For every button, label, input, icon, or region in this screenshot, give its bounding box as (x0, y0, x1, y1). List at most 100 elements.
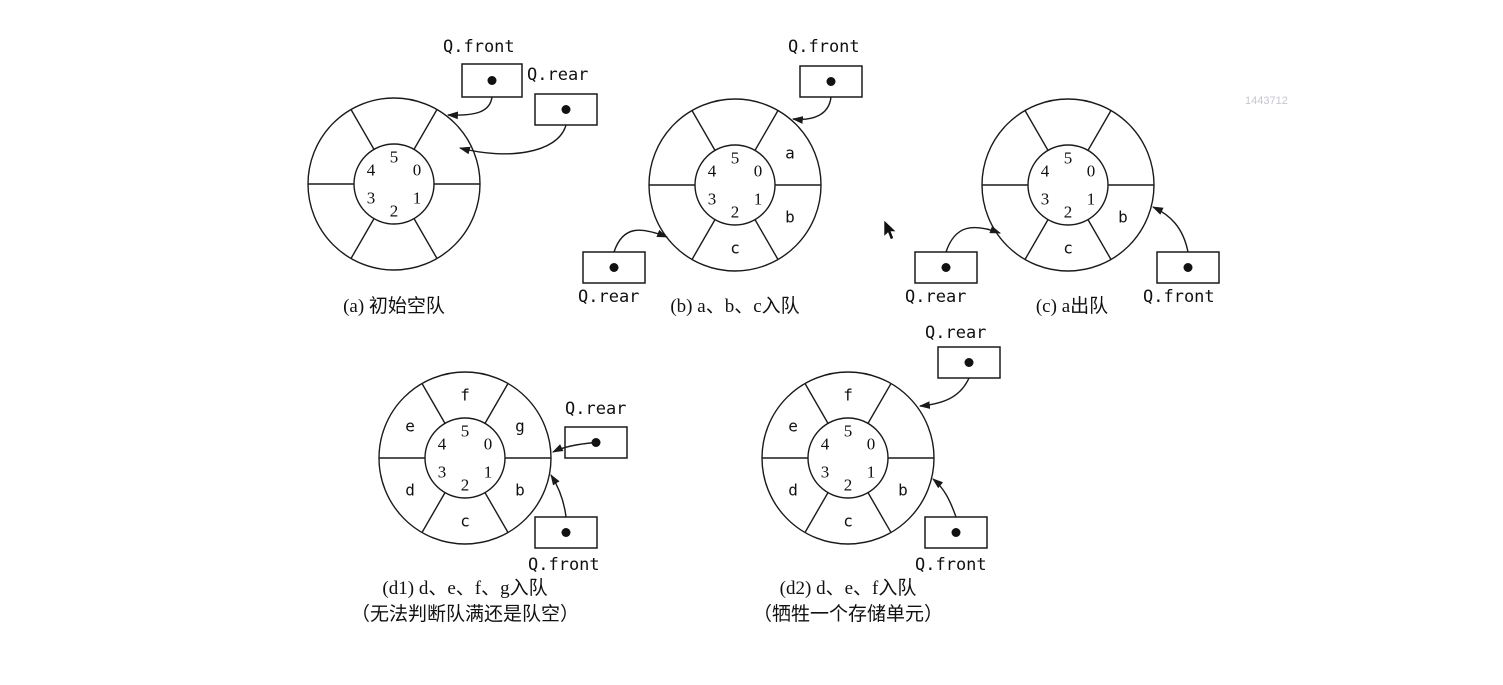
slot-number-3: 3 (438, 463, 447, 482)
front-pointer: Q.front (788, 37, 863, 124)
front-pointer-arrow (550, 474, 567, 518)
front-pointer-dot (487, 76, 497, 85)
slot-number-5: 5 (731, 149, 740, 168)
front-pointer-dot (951, 528, 961, 537)
caption-d2: (d2) d、e、f入队 (780, 577, 917, 599)
slot-number-4: 4 (438, 435, 447, 454)
rear-pointer-box (564, 426, 628, 459)
slot-number-0: 0 (1087, 162, 1096, 181)
mouse-cursor-icon (883, 219, 897, 240)
rear-pointer-arrow (552, 441, 597, 453)
slot-number-1: 1 (1087, 190, 1096, 209)
cell-b: b (1118, 208, 1128, 227)
front-pointer-arrow (1152, 206, 1189, 253)
rear-pointer: Q.rear (578, 229, 669, 307)
diagram-b: 5 0 1 2 3 4 a b c Q.front Q.rear (b) a、b… (578, 37, 863, 317)
front-pointer-label: Q.front (915, 555, 987, 575)
rear-pointer-dot (941, 263, 951, 272)
front-pointer-dot (826, 77, 836, 86)
cell-b: b (785, 208, 795, 227)
slot-number-0: 0 (413, 161, 422, 180)
slot-number-4: 4 (708, 162, 717, 181)
front-pointer-dot (561, 528, 571, 537)
slot-number-5: 5 (844, 422, 853, 441)
cell-c: c (730, 239, 740, 258)
cell-g: g (515, 417, 525, 436)
watermark-text: 1443712 (1245, 95, 1288, 107)
front-pointer-arrow (932, 478, 957, 518)
slot-number-2: 2 (731, 203, 740, 222)
cell-c: c (843, 512, 853, 531)
slot-number-0: 0 (484, 435, 493, 454)
slot-number-5: 5 (390, 148, 399, 167)
rear-pointer-label: Q.rear (578, 287, 639, 307)
front-pointer-label: Q.front (1143, 287, 1215, 307)
caption-d1: (d1) d、e、f、g入队 (382, 577, 547, 599)
rear-pointer-dot (964, 358, 974, 367)
front-pointer: Q.front (443, 37, 523, 120)
slot-number-2: 2 (1064, 203, 1073, 222)
caption-b: (b) a、b、c入队 (670, 295, 799, 317)
slot-number-2: 2 (461, 476, 470, 495)
front-pointer-arrow (446, 96, 493, 120)
cell-b: b (515, 481, 525, 500)
slot-number-5: 5 (461, 422, 470, 441)
front-pointer-arrow (791, 96, 832, 124)
rear-pointer: Q.rear (458, 65, 598, 155)
diagram-d2: 5 0 1 2 3 4 f e d c b Q.rear Q.front (d2… (753, 323, 1001, 625)
queue-wheel (307, 97, 481, 271)
slot-number-3: 3 (1041, 190, 1050, 209)
slot-number-2: 2 (390, 202, 399, 221)
front-pointer-label: Q.front (443, 37, 515, 57)
rear-pointer-arrow (613, 229, 669, 253)
caption-c: (c) a出队 (1036, 295, 1108, 317)
diagram-a: 5 0 1 2 3 4 Q.front Q.rear (a) 初始空队 (307, 37, 598, 317)
slot-number-4: 4 (821, 435, 830, 454)
rear-pointer-arrow (945, 225, 1002, 253)
cell-c: c (1063, 239, 1073, 258)
slot-number-5: 5 (1064, 149, 1073, 168)
slot-number-3: 3 (708, 190, 717, 209)
front-pointer: Q.front (1143, 206, 1220, 307)
rear-pointer-arrow (458, 124, 567, 155)
front-pointer-dot (1183, 263, 1193, 272)
cell-d: d (788, 481, 798, 500)
rear-pointer-label: Q.rear (905, 287, 966, 307)
rear-pointer-arrow (918, 377, 970, 409)
front-pointer-label: Q.front (528, 555, 600, 575)
rear-pointer-label: Q.rear (565, 399, 626, 419)
cell-b: b (898, 481, 908, 500)
front-pointer: Q.front (915, 478, 988, 575)
caption-d2-note: （牺牲一个存储单元） (753, 603, 943, 625)
slot-number-4: 4 (1041, 162, 1050, 181)
caption-a: (a) 初始空队 (343, 295, 445, 317)
rear-pointer-dot (561, 105, 571, 114)
cell-e: e (405, 417, 415, 436)
cell-e: e (788, 417, 798, 436)
diagram-d1: 5 0 1 2 3 4 f g b c d e Q.rear Q.front (… (351, 371, 628, 625)
slot-number-1: 1 (754, 190, 763, 209)
rear-pointer: Q.rear (905, 225, 1002, 307)
slot-number-3: 3 (367, 189, 376, 208)
rear-pointer: Q.rear (552, 399, 628, 459)
slot-number-0: 0 (754, 162, 763, 181)
slot-number-1: 1 (867, 463, 876, 482)
slot-number-1: 1 (484, 463, 493, 482)
rear-pointer-dot (609, 263, 619, 272)
front-pointer-label: Q.front (788, 37, 860, 57)
cell-a: a (785, 144, 795, 163)
slot-number-1: 1 (413, 189, 422, 208)
slot-number-4: 4 (367, 161, 376, 180)
rear-pointer-label: Q.rear (925, 323, 986, 343)
front-pointer: Q.front (528, 474, 600, 575)
cell-f: f (843, 386, 853, 405)
caption-d1-note: （无法判断队满还是队空） (351, 603, 579, 625)
rear-pointer: Q.rear (918, 323, 1001, 409)
diagram-c: 5 0 1 2 3 4 b c Q.rear Q.front (c) a出队 (905, 98, 1220, 317)
slot-number-0: 0 (867, 435, 876, 454)
rear-pointer-label: Q.rear (527, 65, 588, 85)
slot-number-3: 3 (821, 463, 830, 482)
cell-c: c (460, 512, 470, 531)
